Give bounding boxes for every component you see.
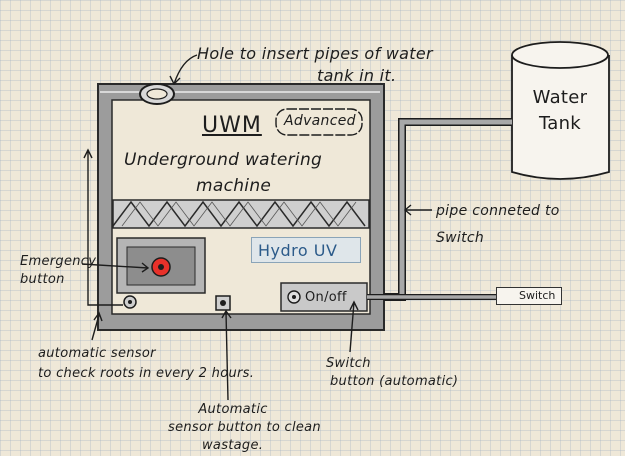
onoff-panel	[280, 282, 368, 312]
sensor-roots-label-line1: automatic sensor	[38, 346, 156, 361]
switch-button-label-line2: button (automatic)	[330, 374, 459, 389]
hole-arrow	[169, 54, 198, 86]
filter-band	[112, 199, 370, 229]
machine-title: UWM	[202, 113, 262, 138]
emergency-label-line1: Emergency	[20, 254, 97, 269]
tank-label-line1: Water	[532, 87, 588, 108]
clean-arrow	[221, 309, 232, 401]
emergency-label-line2: button	[20, 272, 65, 287]
pipe-label-line2: Switch	[436, 230, 485, 246]
water-tank	[511, 41, 610, 180]
clean-label-line3: wastage.	[202, 438, 264, 453]
root-sensor-arrow	[83, 148, 123, 306]
pipe-label-line1: pipe conneted to	[436, 203, 560, 219]
clean-label-line1: Automatic	[198, 402, 268, 417]
machine-subtitle-line1: Underground watering	[124, 150, 323, 170]
onoff-label: On/off	[305, 290, 347, 305]
switch-box: Switch	[496, 287, 562, 305]
sensor-roots-label-line2: to check roots in every 2 hours.	[38, 366, 255, 381]
cleaning-sensor	[215, 295, 231, 311]
hydro-uv-panel: Hydro UV	[251, 237, 361, 263]
switch-box-label: Switch	[519, 289, 556, 302]
machine-subtitle-line2: machine	[196, 176, 272, 196]
sensor-roots-arrow	[91, 311, 103, 341]
hole-label-line2: tank in it.	[317, 66, 397, 85]
hydro-uv-label: Hydro UV	[258, 241, 338, 260]
switch-button-arrow	[349, 300, 359, 353]
advanced-badge-outline	[275, 108, 363, 136]
pipe-arrow	[403, 204, 432, 216]
pipe-hole	[139, 83, 175, 105]
advanced-badge: Advanced	[284, 113, 356, 129]
root-sensor	[123, 295, 137, 309]
tank-label-line2: Tank	[538, 113, 582, 134]
clean-label-line2: sensor button to clean	[168, 420, 321, 435]
emergency-arrow	[81, 262, 150, 273]
switch-button-label-line1: Switch	[326, 356, 371, 371]
hole-label-line1: Hole to insert pipes of water	[197, 44, 433, 63]
